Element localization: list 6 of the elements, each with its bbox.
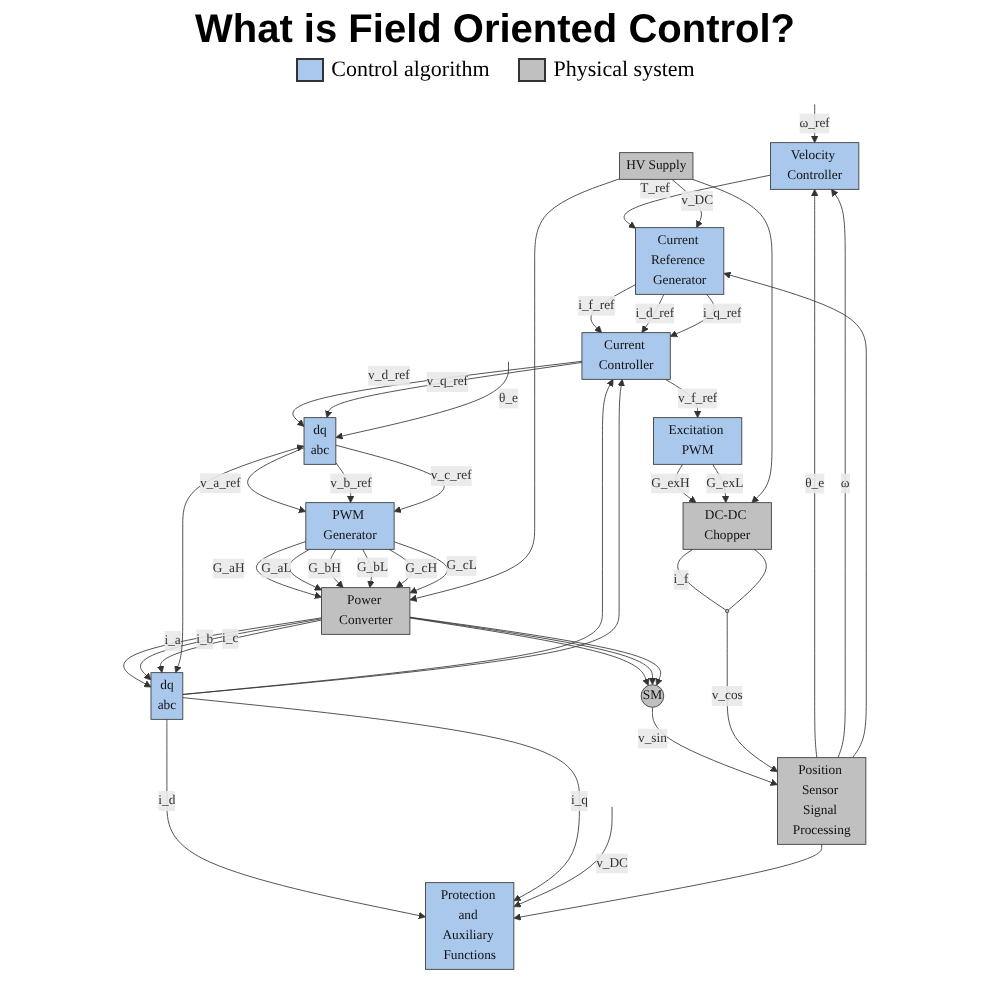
legend-label: Physical system bbox=[553, 58, 695, 82]
connector bbox=[728, 548, 767, 611]
connector bbox=[677, 548, 727, 611]
title: What is Field Oriented Control? bbox=[193, 8, 797, 54]
legend-label: Control algorithm bbox=[331, 58, 490, 82]
node-circle bbox=[725, 608, 730, 614]
